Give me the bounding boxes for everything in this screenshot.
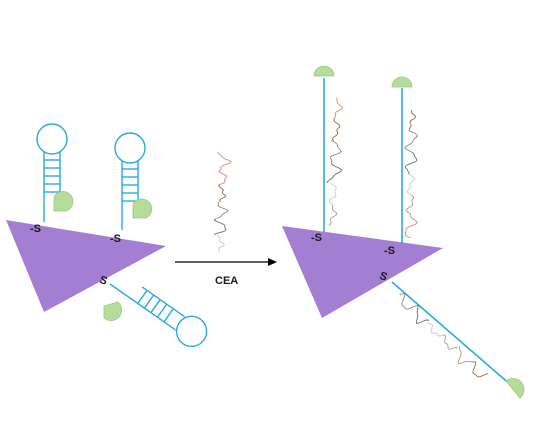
protein-segment xyxy=(406,173,416,196)
protein-segment xyxy=(333,97,344,120)
protein-segment xyxy=(328,182,337,205)
cea-protein-right-3 xyxy=(399,293,489,378)
left-cap-1 xyxy=(53,191,74,212)
reaction-arrow xyxy=(175,258,277,266)
right-sulfur-label-3: S xyxy=(378,270,389,284)
right-cap-2 xyxy=(391,76,413,88)
protein-segment xyxy=(427,322,443,337)
protein-segment xyxy=(404,130,418,154)
protein-segment xyxy=(399,293,417,310)
left-sulfur-label-2: -S xyxy=(110,233,121,245)
protein-segment xyxy=(457,346,473,365)
protein-segment xyxy=(216,234,225,253)
left-cap-3 xyxy=(103,301,122,322)
hairpin-3-loop xyxy=(175,315,208,348)
cea-protein-middle xyxy=(213,151,232,253)
protein-segment xyxy=(326,161,343,184)
cea-protein-right-1 xyxy=(326,97,344,227)
protein-segment xyxy=(408,109,416,132)
cea-protein-right-2 xyxy=(404,109,418,239)
protein-segment xyxy=(328,204,338,227)
protein-segment xyxy=(471,361,489,378)
left-hairpin-2 xyxy=(114,132,146,230)
protein-segment xyxy=(218,185,227,203)
right-sulfur-label-1: -S xyxy=(311,232,322,244)
left-hairpin-3 xyxy=(109,283,208,348)
left-sulfur-label-1: -S xyxy=(30,223,41,235)
arrow-label: CEA xyxy=(215,275,238,287)
right-cap-3 xyxy=(505,378,525,399)
right-assembly: -S -S S xyxy=(282,65,525,399)
right-triangle-substrate xyxy=(282,226,443,318)
protein-segment xyxy=(213,218,227,236)
left-triangle-substrate xyxy=(6,220,166,312)
protein-segment xyxy=(329,140,342,162)
left-assembly: -S -S S xyxy=(6,123,208,348)
right-sulfur-label-2: -S xyxy=(384,245,395,257)
left-hairpin-1 xyxy=(36,123,68,222)
right-cap-1 xyxy=(313,65,335,77)
protein-segment xyxy=(405,195,415,217)
hairpin-2-loop xyxy=(114,132,146,164)
protein-segment xyxy=(217,151,232,169)
protein-segment xyxy=(218,168,228,186)
protein-segment xyxy=(216,201,229,219)
left-cap-2 xyxy=(132,198,152,219)
protein-segment xyxy=(404,152,418,175)
protein-segment xyxy=(442,334,458,350)
protein-segment xyxy=(404,216,418,239)
hairpin-1-loop xyxy=(36,123,68,155)
protein-segment xyxy=(415,304,430,325)
left-sulfur-label-3: S xyxy=(98,274,109,288)
right-strand-3 xyxy=(391,281,513,387)
protein-segment xyxy=(331,119,341,141)
